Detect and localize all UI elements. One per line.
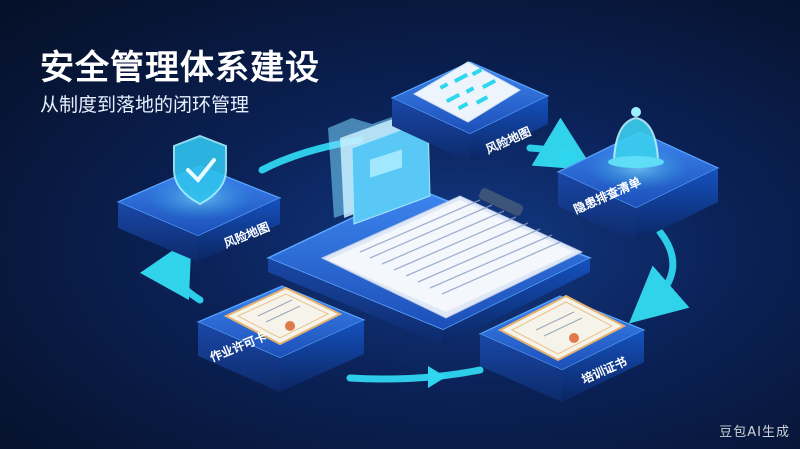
arrow-head-right-bottom [428, 366, 446, 388]
permit-card-icon [223, 286, 343, 346]
center-platform [266, 110, 592, 345]
page-subtitle: 从制度到落地的闭环管理 [40, 94, 250, 116]
node-training: 培训证书 [478, 294, 646, 402]
arrow-head-top-right [560, 147, 578, 166]
certificate-icon [497, 294, 627, 362]
node-permit: 作业许可卡 [196, 285, 366, 392]
node-shield: 风险地图 [116, 134, 282, 262]
arrow-bell-to-training [628, 228, 690, 324]
arrow-training-to-permit [346, 366, 484, 383]
node-bell: 隐患排查清单 [556, 107, 720, 242]
arrow-heads [428, 147, 578, 388]
page-title: 安全管理体系建设 [40, 48, 320, 88]
risk-map-icon [412, 61, 522, 123]
folder-icon [328, 110, 431, 225]
arrow-permit-to-shield [139, 237, 204, 304]
bell-icon [608, 107, 664, 168]
shield-check-icon [173, 134, 227, 206]
clipboard-icon [320, 188, 584, 319]
watermark: 豆包AI生成 [719, 425, 790, 440]
